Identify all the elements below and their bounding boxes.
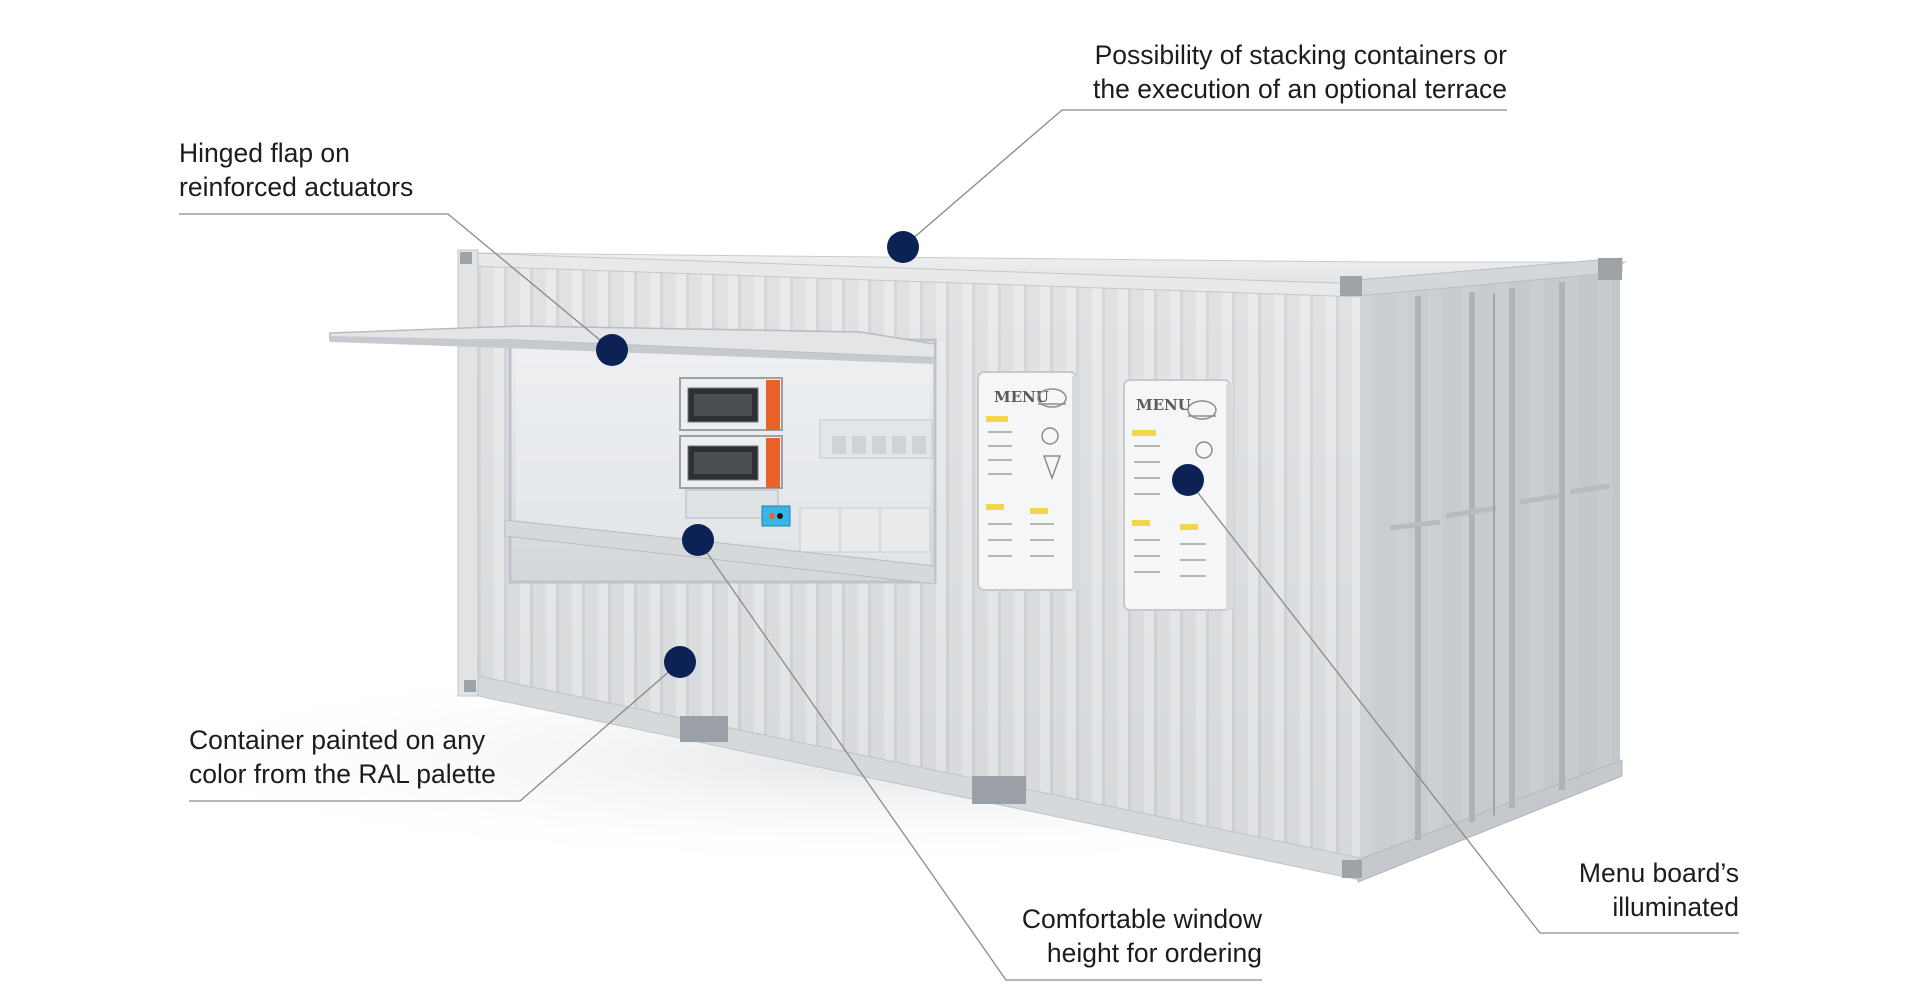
forklift-pocket — [972, 776, 1026, 804]
burger-icon — [1187, 400, 1217, 459]
leader-line-menu — [1187, 479, 1739, 934]
callout-menu-board-line1: Menu board’s — [1578, 858, 1739, 888]
menu-board-right: MENU — [1123, 379, 1234, 611]
callout-window: Comfortable window height for ordering — [1022, 902, 1262, 970]
door-lock-bars — [1415, 282, 1565, 840]
markers — [596, 231, 1204, 678]
leader-line-paint — [189, 661, 681, 802]
callout-flap-line2: reinforced actuators — [179, 172, 414, 202]
leader-lines — [179, 109, 1739, 981]
callout-stacking: Possibility of stacking containers or th… — [1093, 38, 1507, 106]
marker-window — [682, 524, 714, 556]
corner-post-left — [457, 249, 479, 697]
oven-icon — [679, 377, 791, 527]
leader-line-flap — [179, 213, 613, 351]
callout-menu-board-line2: illuminated — [1612, 892, 1739, 922]
forklift-pocket — [680, 716, 728, 742]
callout-stacking-line1: Possibility of stacking containers or — [1094, 40, 1507, 70]
callout-paint-line1: Container painted on any — [189, 725, 486, 755]
leader-line-window — [697, 539, 1262, 981]
callout-menu-board: Menu board’s illuminated — [1579, 856, 1739, 924]
menu-title-right: MENU — [1136, 396, 1191, 414]
window-counter-ledge — [504, 519, 936, 585]
menu-board-left: MENU — [977, 371, 1080, 591]
callout-flap: Hinged flap on reinforced actuators — [179, 136, 413, 204]
leader-line-stacking — [902, 109, 1507, 248]
callout-flap-line1: Hinged flap on — [179, 138, 350, 168]
marker-paint — [664, 646, 696, 678]
callout-stacking-line2: the execution of an optional terrace — [1093, 74, 1507, 104]
burger-icon — [1037, 388, 1067, 481]
callout-paint: Container painted on any color from the … — [189, 723, 496, 791]
marker-stacking — [887, 231, 919, 263]
callout-window-line2: height for ordering — [1046, 938, 1262, 968]
marker-flap — [596, 334, 628, 366]
menu-title-left: MENU — [994, 388, 1049, 406]
callout-window-line1: Comfortable window — [1021, 904, 1262, 934]
callout-paint-line2: color from the RAL palette — [189, 759, 496, 789]
marker-menu-board — [1172, 464, 1204, 496]
